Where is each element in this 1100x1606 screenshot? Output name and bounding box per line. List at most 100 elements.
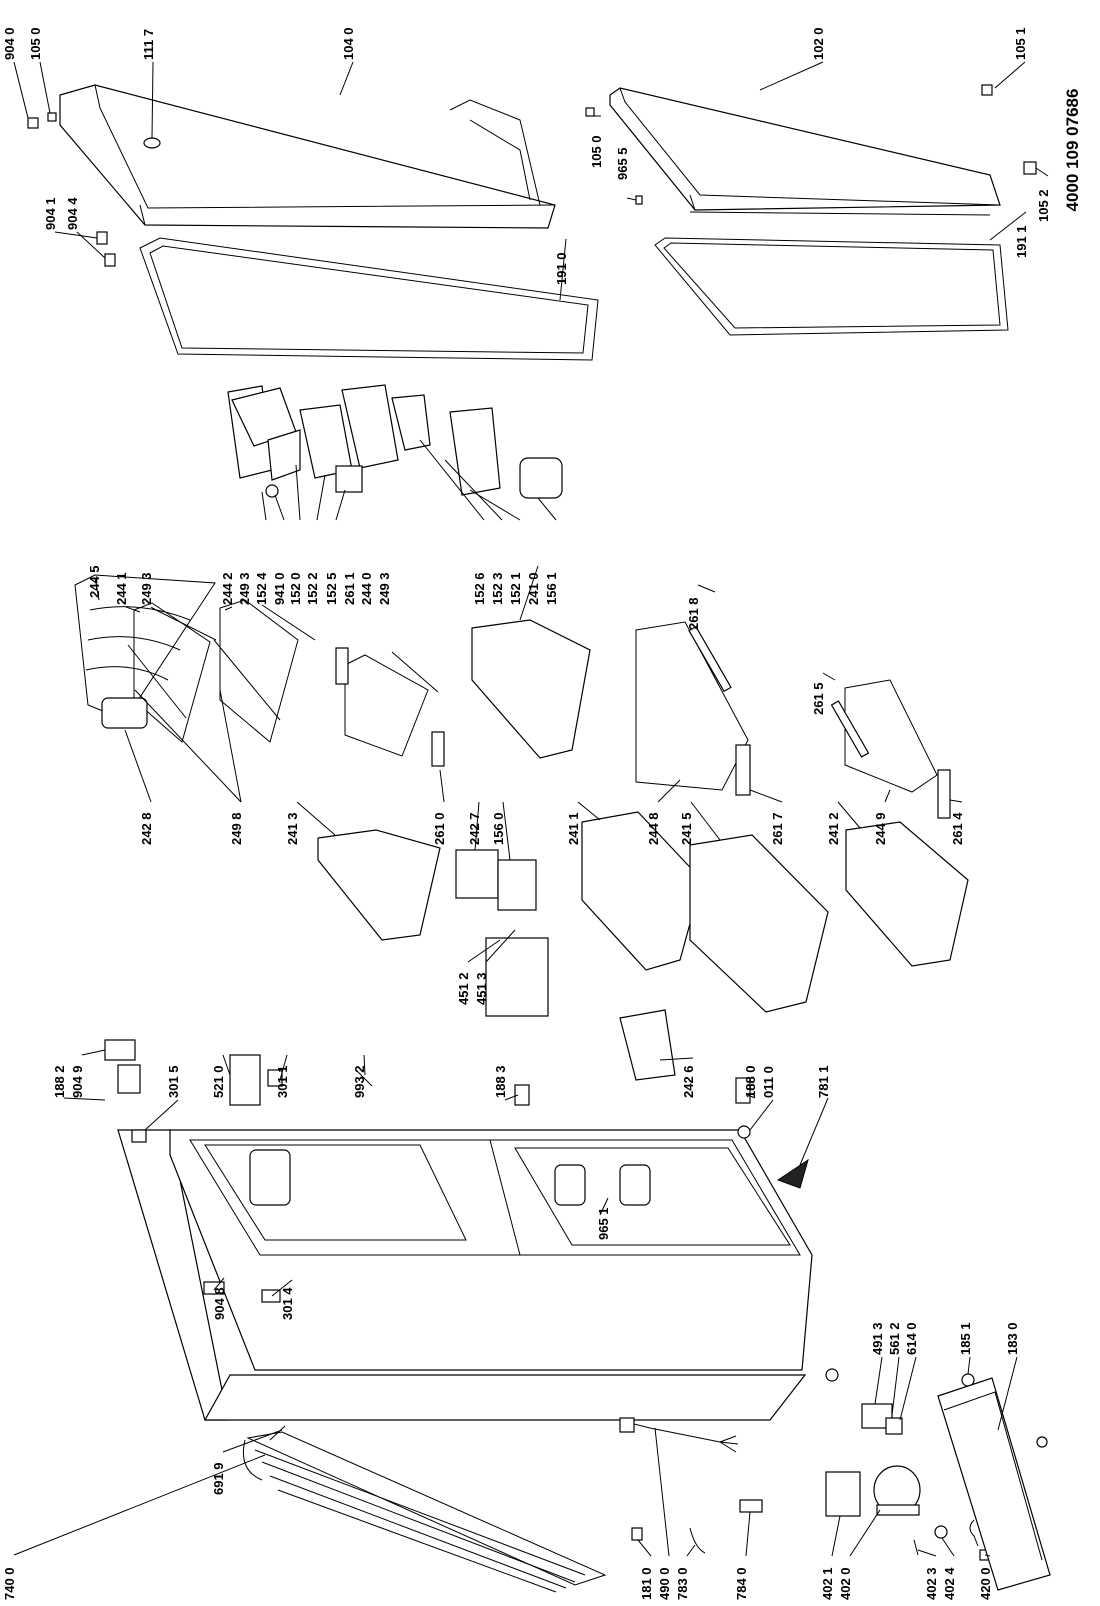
- hinge-pin-part: [776, 1158, 809, 1189]
- part-label-784-0: 784 0: [734, 1567, 749, 1600]
- part-label-111-7: 111 7: [141, 29, 156, 60]
- part-label-904-4: 904 4: [65, 197, 80, 230]
- fridge-door: [59, 84, 556, 229]
- hinge-bracket-part: [1023, 161, 1037, 175]
- part-label-941-0: 941 0: [272, 572, 287, 605]
- part-label-183-0: 183 0: [1005, 1322, 1020, 1355]
- cabinet-hinge-cover: [131, 1129, 147, 1143]
- part-label-156-0: 156 0: [491, 812, 506, 845]
- part-label-261-0: 261 0: [432, 812, 447, 845]
- part-label-105-2: 105 2: [1036, 189, 1051, 222]
- power-cord: [619, 1417, 739, 1453]
- part-label-783-0: 783 0: [675, 1567, 690, 1600]
- part-label-242-8: 242 8: [139, 812, 154, 845]
- part-label-191-1: 191 1: [1014, 225, 1029, 258]
- part-label-242-6: 242 6: [681, 1065, 696, 1098]
- part-label-152-4: 152 4: [254, 572, 269, 605]
- part-label-402-3: 402 3: [924, 1567, 939, 1600]
- part-label-105-0-top: 105 0: [28, 27, 43, 60]
- hinge-part: [514, 1084, 530, 1106]
- door-bins-group: [227, 384, 563, 499]
- part-label-244-1: 244 1: [114, 572, 129, 605]
- part-label-152-5: 152 5: [324, 572, 339, 605]
- part-label-451-3: 451 3: [474, 972, 489, 1005]
- hinge-cover-part: [96, 231, 108, 245]
- part-label-904-9: 904 9: [70, 1065, 85, 1098]
- compressor: [825, 1373, 1048, 1561]
- part-label-244-0: 244 0: [359, 572, 374, 605]
- part-label-261-5: 261 5: [811, 682, 826, 715]
- shelf-rails: [335, 625, 951, 819]
- hinge-part: [104, 1039, 136, 1061]
- part-label-188-3: 188 3: [493, 1065, 508, 1098]
- part-label-188-2: 188 2: [52, 1065, 67, 1098]
- part-label-241-2: 241 2: [826, 812, 841, 845]
- part-label-244-9: 244 9: [873, 812, 888, 845]
- part-label-904-0: 904 0: [2, 27, 17, 60]
- part-label-241-0: 241 0: [526, 572, 541, 605]
- part-label-691-9: 691 9: [211, 1462, 226, 1495]
- part-label-965-1: 965 1: [596, 1207, 611, 1240]
- part-label-152-3: 152 3: [490, 572, 505, 605]
- part-label-993-2: 993 2: [352, 1065, 367, 1098]
- part-label-249-3-a: 249 3: [139, 572, 154, 605]
- foot-part: [737, 1125, 751, 1139]
- part-label-261-4: 261 4: [950, 812, 965, 845]
- hinge-bushing-part: [47, 112, 57, 122]
- part-label-104-0: 104 0: [341, 27, 356, 60]
- part-label-301-1: 301 1: [275, 1065, 290, 1098]
- capacitor-part: [739, 1499, 763, 1513]
- part-label-156-1: 156 1: [544, 572, 559, 605]
- screw-part: [635, 195, 643, 205]
- part-label-152-0: 152 0: [288, 572, 303, 605]
- part-label-249-3-c: 249 3: [377, 572, 392, 605]
- hinge-part: [735, 1077, 751, 1104]
- cap-part: [631, 1527, 643, 1541]
- part-label-249-3-b: 249 3: [237, 572, 252, 605]
- part-label-241-3: 241 3: [285, 812, 300, 845]
- capillary-tube: [269, 1425, 286, 1441]
- lamp-cover: [267, 1069, 283, 1087]
- hinge-bushing-part: [585, 107, 595, 117]
- part-label-561-2: 561 2: [887, 1322, 902, 1355]
- fridge-door-gasket: [139, 237, 599, 361]
- freezer-door-gasket: [654, 237, 1009, 336]
- drawer-accessories: [101, 697, 676, 1081]
- part-label-965-5: 965 5: [615, 147, 630, 180]
- part-label-402-0: 402 0: [838, 1567, 853, 1600]
- part-label-740-0: 740 0: [2, 1567, 17, 1600]
- hinge-bracket-part: [981, 84, 993, 96]
- document-number: 4000 109 07686: [1063, 89, 1082, 212]
- part-label-244-2: 244 2: [220, 572, 235, 605]
- part-label-781-1: 781 1: [816, 1065, 831, 1098]
- part-label-152-2: 152 2: [305, 572, 320, 605]
- part-label-614-0: 614 0: [904, 1322, 919, 1355]
- part-label-191-0: 191 0: [554, 252, 569, 285]
- part-label-105-1: 105 1: [1013, 27, 1028, 60]
- part-label-451-2: 451 2: [456, 972, 471, 1005]
- crisper-drawers: [317, 619, 969, 1013]
- part-label-105-0-right: 105 0: [589, 135, 604, 168]
- cabinet-cover-part: [203, 1281, 225, 1295]
- part-label-261-8: 261 8: [686, 597, 701, 630]
- part-label-241-5: 241 5: [679, 812, 694, 845]
- part-label-301-5: 301 5: [166, 1065, 181, 1098]
- tube-part: [689, 1527, 706, 1554]
- part-label-011-0: 011 0: [761, 1066, 776, 1098]
- part-label-242-7: 242 7: [467, 812, 482, 845]
- part-label-521-0: 521 0: [211, 1065, 226, 1098]
- part-label-301-4: 301 4: [280, 1287, 295, 1320]
- part-label-490-0: 490 0: [657, 1567, 672, 1600]
- part-label-244-8: 244 8: [646, 812, 661, 845]
- part-label-241-1: 241 1: [566, 812, 581, 845]
- leader-lines: [13, 61, 1049, 1557]
- sensor-wire: [355, 1069, 373, 1087]
- condenser: [242, 1431, 607, 1593]
- part-label-249-8: 249 8: [229, 812, 244, 845]
- freezer-door: [609, 87, 1001, 216]
- part-label-491-3: 491 3: [870, 1322, 885, 1355]
- glass-shelves: [127, 599, 938, 793]
- part-label-188-0: 188 0: [743, 1065, 758, 1098]
